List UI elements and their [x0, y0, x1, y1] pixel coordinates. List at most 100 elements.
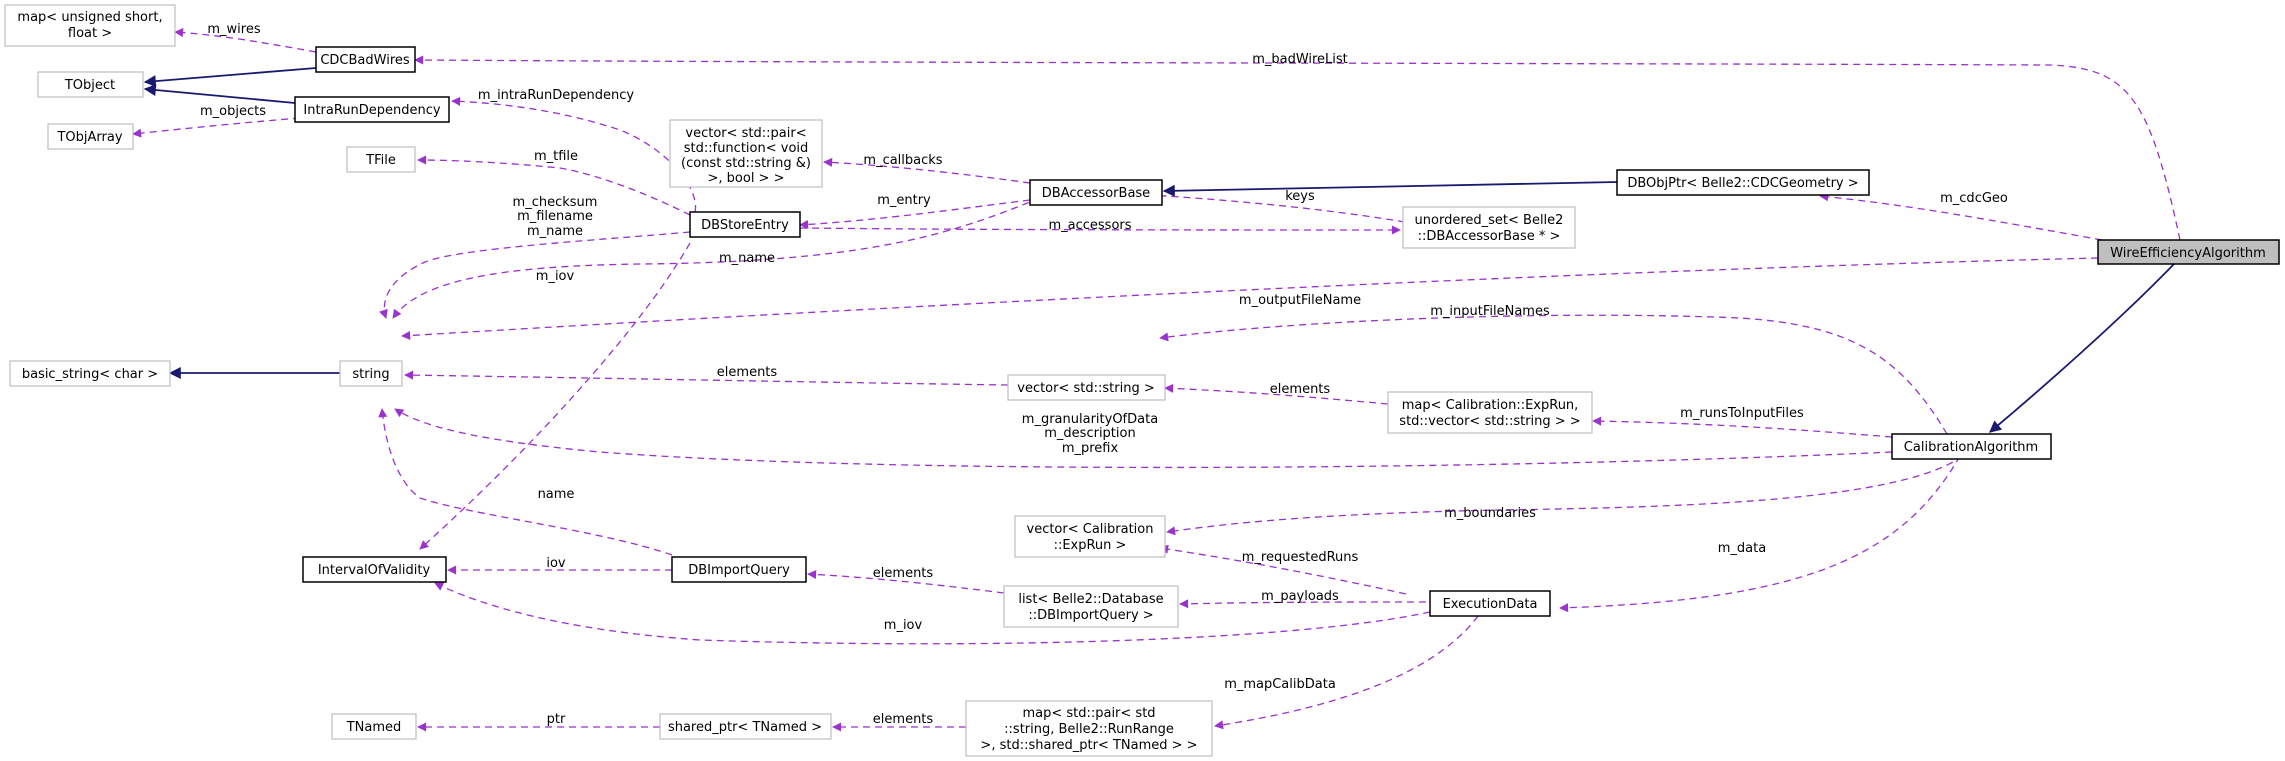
svg-text:map< std::pair< std::string, B: map< std::pair< std::string, Belle2::Run…: [980, 706, 1197, 753]
svg-text:map< unsigned short,float >: map< unsigned short,float >: [17, 10, 162, 41]
label-m-mapcalibdata: m_mapCalibData: [1224, 677, 1336, 692]
svg-text:vector< std::pair<std::functio: vector< std::pair<std::function< void(co…: [681, 126, 811, 186]
use-m-granularity: [394, 408, 1893, 469]
label-elements-shared: elements: [873, 712, 934, 727]
node-tobject: TObject: [37, 71, 144, 98]
node-unordered-set: unordered_set< Belle2::DBAccessorBase * …: [1402, 206, 1576, 249]
node-vector-string: vector< std::string >: [1007, 374, 1166, 401]
use-m-inputfilenames: [1159, 314, 1948, 435]
label-m-boundaries: m_boundaries: [1444, 506, 1536, 521]
node-map-pair-std: map< std::pair< std::string, Belle2::Run…: [965, 700, 1213, 757]
node-vector-calibration: vector< Calibration::ExpRun >: [1014, 515, 1166, 558]
edge-labels: m_wires m_badWireList m_objects m_intraR…: [200, 22, 2008, 727]
svg-text:DBStoreEntry: DBStoreEntry: [701, 218, 789, 233]
label-m-objects: m_objects: [200, 104, 266, 119]
use-m-iov-dbstore: [419, 242, 691, 550]
label-m-payloads: m_payloads: [1261, 589, 1339, 604]
use-m-entry: [799, 199, 1031, 229]
inherit-dbobjptr-dbaccessorbase: [1162, 181, 1618, 197]
node-intervalofvalidity[interactable]: IntervalOfValidity: [302, 556, 447, 583]
node-dbstoreentry[interactable]: DBStoreEntry: [689, 211, 801, 238]
inherit-wireefficiency-calibration: [1989, 263, 2175, 433]
svg-text:vector< Calibration::ExpRun >: vector< Calibration::ExpRun >: [1027, 522, 1154, 553]
node-cdcbadwires[interactable]: CDCBadWires: [315, 46, 416, 73]
use-m-boundaries: [1166, 455, 1964, 536]
node-tnamed: TNamed: [331, 713, 417, 740]
use-m-payloads: [1179, 599, 1427, 609]
use-m-outputfilename: [401, 257, 2099, 341]
use-m-tfile: [417, 155, 691, 216]
node-list-belle2: list< Belle2::Database::DBImportQuery >: [1003, 585, 1179, 628]
label-m-entry: m_entry: [877, 193, 931, 208]
label-name: name: [538, 487, 575, 502]
svg-text:IntraRunDependency: IntraRunDependency: [303, 103, 441, 118]
label-m-badwirelist: m_badWireList: [1252, 52, 1348, 67]
label-m-inputfilenames: m_inputFileNames: [1430, 304, 1550, 319]
svg-text:DBImportQuery: DBImportQuery: [688, 563, 790, 578]
use-m-objects: [132, 117, 301, 138]
svg-text:map< Calibration::ExpRun,std::: map< Calibration::ExpRun,std::vector< st…: [1399, 398, 1580, 429]
label-m-name: m_name: [719, 251, 775, 266]
label-elements-string: elements: [717, 365, 778, 380]
label-m-tfile: m_tfile: [534, 149, 578, 164]
node-dbobjptr[interactable]: DBObjPtr< Belle2::CDCGeometry >: [1616, 169, 1870, 196]
svg-text:TNamed: TNamed: [346, 720, 402, 735]
label-elements-map: elements: [1270, 382, 1331, 397]
nodes: map< unsigned short,float > TObject TObj…: [4, 4, 2280, 757]
use-m-data: [1559, 455, 1961, 613]
use-m-mapcalibdata: [1214, 615, 1479, 730]
label-m-callbacks: m_callbacks: [863, 153, 942, 168]
inherit-intrarundependency-tobject: [143, 84, 296, 104]
label-m-wires: m_wires: [207, 22, 260, 37]
node-intrarundependency[interactable]: IntraRunDependency: [294, 96, 450, 123]
use-m-accessors: [799, 225, 1401, 235]
label-m-intrarundependency: m_intraRunDependency: [478, 88, 634, 103]
node-string: string: [339, 360, 403, 387]
node-map-unsigned-short: map< unsigned short,float >: [4, 4, 176, 47]
use-name-string: [378, 408, 673, 556]
label-keys: keys: [1285, 189, 1315, 204]
label-m-iov-dbstore: m_iov: [536, 269, 575, 284]
node-tfile: TFile: [346, 146, 416, 173]
label-m-runstoinputfiles: m_runsToInputFiles: [1680, 406, 1804, 421]
label-m-requestedruns: m_requestedRuns: [1242, 550, 1359, 565]
node-map-calibration: map< Calibration::ExpRun,std::vector< st…: [1387, 391, 1593, 434]
use-m-wires: [174, 28, 317, 53]
node-basic-string: basic_string< char >: [9, 360, 171, 387]
label-m-accessors: m_accessors: [1048, 218, 1131, 233]
use-elements-string: [404, 370, 1009, 386]
node-vector-pair-function: vector< std::pair<std::function< void(co…: [669, 119, 823, 188]
svg-text:IntervalOfValidity: IntervalOfValidity: [318, 563, 431, 578]
label-iov: iov: [546, 556, 566, 571]
node-shared-ptr: shared_ptr< TNamed >: [659, 713, 832, 740]
svg-text:DBAccessorBase: DBAccessorBase: [1042, 186, 1150, 201]
node-wireefficiencyalgorithm[interactable]: WireEfficiencyAlgorithm: [2097, 239, 2280, 265]
svg-text:TObjArray: TObjArray: [56, 130, 122, 145]
node-dbimportquery[interactable]: DBImportQuery: [671, 556, 807, 583]
svg-text:TObject: TObject: [64, 78, 115, 93]
svg-text:string: string: [352, 367, 389, 382]
use-m-runstoinputfiles: [1592, 416, 1893, 438]
svg-text:CDCBadWires: CDCBadWires: [320, 53, 410, 68]
svg-text:DBObjPtr< Belle2::CDCGeometry: DBObjPtr< Belle2::CDCGeometry >: [1627, 176, 1858, 191]
use-elements-list: [807, 569, 1005, 594]
edges: [132, 28, 2181, 732]
use-m-badwirelist: [414, 55, 2181, 241]
node-dbaccessorbase[interactable]: DBAccessorBase: [1029, 179, 1163, 206]
label-m-outputfilename: m_outputFileName: [1239, 293, 1361, 308]
label-m-data: m_data: [1718, 541, 1766, 556]
svg-text:list< Belle2::Database::DBImpo: list< Belle2::Database::DBImportQuery >: [1018, 592, 1163, 623]
svg-text:vector< std::string >: vector< std::string >: [1017, 381, 1154, 396]
use-elements-map: [1164, 383, 1389, 405]
node-calibrationalgorithm[interactable]: CalibrationAlgorithm: [1891, 433, 2052, 460]
svg-text:unordered_set< Belle2::DBAcces: unordered_set< Belle2::DBAccessorBase * …: [1415, 213, 1564, 244]
label-ptr: ptr: [547, 712, 566, 727]
node-executiondata[interactable]: ExecutionData: [1429, 590, 1551, 617]
svg-text:TFile: TFile: [365, 153, 396, 168]
use-m-checksum: [379, 231, 691, 319]
svg-text:WireEfficiencyAlgorithm: WireEfficiencyAlgorithm: [2110, 246, 2266, 261]
use-m-requestedruns: [1159, 544, 1407, 595]
svg-text:CalibrationAlgorithm: CalibrationAlgorithm: [1904, 440, 2038, 455]
